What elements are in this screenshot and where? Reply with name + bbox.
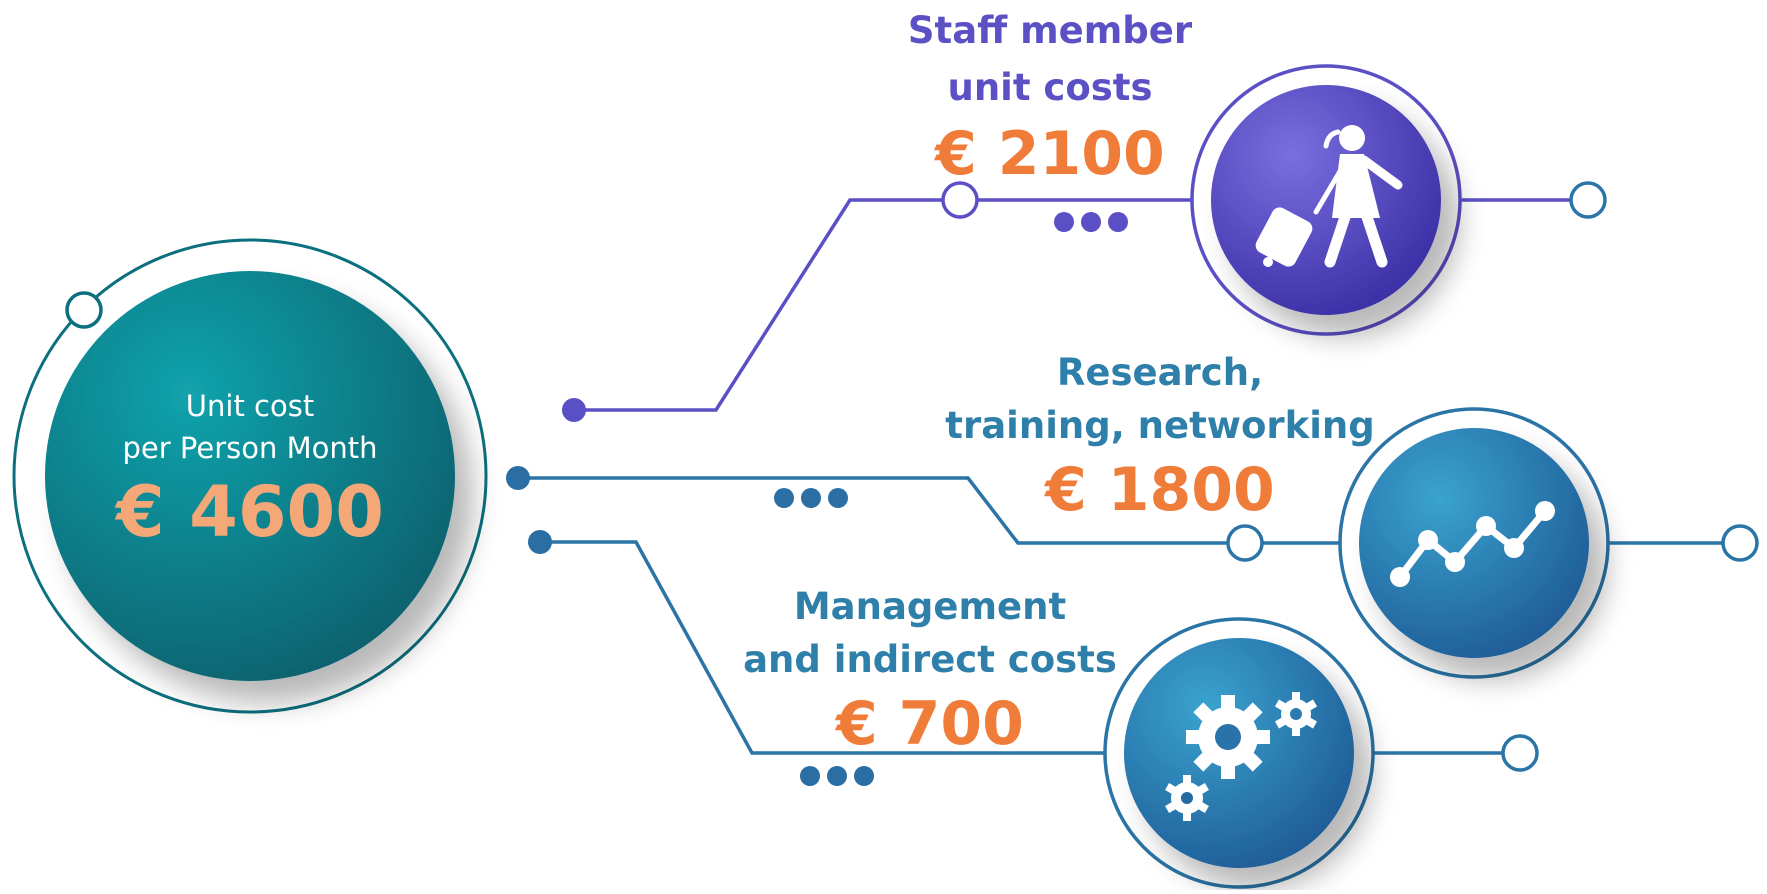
line-chart-icon (1390, 501, 1555, 587)
main-circle (12, 238, 488, 714)
staff-ellipsis (1054, 212, 1128, 232)
management-title-line1: Management (793, 585, 1067, 628)
management-label: Management and indirect costs € 700 (740, 580, 1120, 762)
research-connector (518, 476, 1740, 545)
main-label: Unit cost per Person Month € 4600 (100, 385, 400, 553)
management-connector (540, 540, 1520, 755)
research-title-line2: training, networking (945, 404, 1375, 447)
staff-connector (574, 198, 1588, 412)
main-amount: € 4600 (116, 471, 384, 553)
staff-title-line1: Staff member (907, 9, 1193, 52)
management-node-right (1501, 734, 1539, 772)
research-label: Research, training, networking € 1800 (930, 346, 1390, 528)
management-start-dot (528, 530, 552, 554)
staff-start-dot (562, 398, 586, 422)
main-title-line1: Unit cost (185, 389, 315, 423)
research-circle (1338, 407, 1610, 679)
staff-label: Staff member unit costs € 2100 (880, 2, 1220, 192)
research-node-right (1721, 524, 1759, 562)
management-ellipsis (800, 766, 874, 786)
management-circle (1103, 617, 1375, 889)
traveler-icon (1255, 125, 1403, 268)
research-ellipsis (774, 488, 848, 508)
research-amount: € 1800 (1045, 455, 1275, 525)
staff-title-line2: unit costs (947, 66, 1153, 109)
staff-circle (1190, 64, 1462, 336)
management-title-line2: and indirect costs (743, 638, 1117, 681)
research-title-line1: Research, (1056, 351, 1264, 394)
research-start-dot (506, 466, 530, 490)
research-node-left (1226, 524, 1264, 562)
staff-node-left (941, 181, 979, 219)
main-title-line2: per Person Month (122, 431, 378, 465)
staff-amount: € 2100 (935, 119, 1165, 189)
gears-icon (1165, 692, 1318, 821)
management-amount: € 700 (836, 689, 1024, 759)
staff-node-right (1569, 181, 1607, 219)
